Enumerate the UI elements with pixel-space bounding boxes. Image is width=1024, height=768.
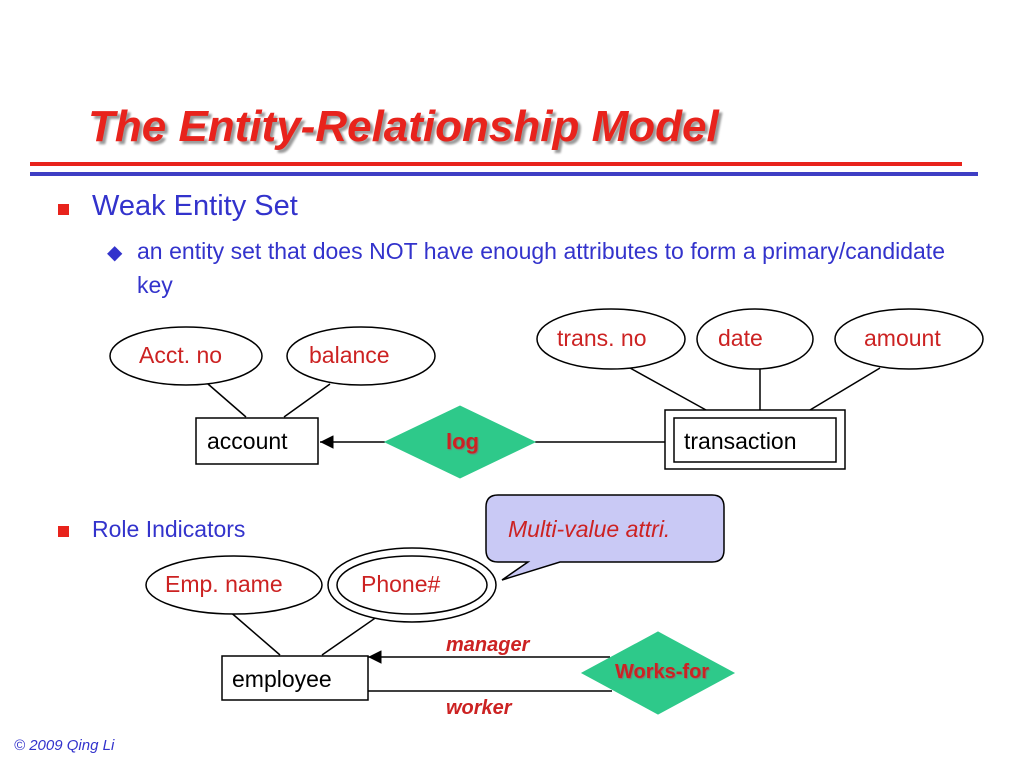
attribute-date: date <box>718 325 763 351</box>
slide-title: The Entity-Relationship Model <box>88 102 719 151</box>
connector-phone-employee <box>321 611 385 656</box>
connector-balance-account <box>283 383 331 418</box>
attribute-ellipse-emp-name <box>145 555 323 615</box>
weak-entity-inner-box <box>673 417 837 463</box>
attribute-phone: Phone# <box>361 571 441 597</box>
callout-bubble <box>485 494 725 581</box>
attribute-ellipse-amount <box>834 308 984 370</box>
attribute-amount: amount <box>864 325 941 351</box>
entity-box-employee <box>221 655 369 701</box>
role-manager: manager <box>446 634 530 656</box>
title-rule-blue <box>30 172 978 176</box>
attribute-ellipse-balance <box>286 326 436 386</box>
bullet-square-icon <box>58 526 69 537</box>
bullet-weak-entity-set: Weak Entity Set <box>92 190 298 222</box>
entity-box-account <box>195 417 319 465</box>
multivalue-ellipse-inner <box>336 555 488 615</box>
relationship-log: log <box>446 429 479 454</box>
attribute-ellipse-date <box>696 308 814 370</box>
attribute-ellipse-trans-no <box>536 308 686 370</box>
connector-amount-transaction <box>809 367 881 411</box>
entity-employee: employee <box>232 666 332 692</box>
entity-account: account <box>207 428 288 454</box>
attribute-acct-no: Acct. no <box>139 342 223 368</box>
sub-bullet-definition: an entity set that does NOT have enough … <box>137 238 945 298</box>
connector-acct-account <box>207 383 247 418</box>
title-rule-red <box>30 162 962 166</box>
attribute-balance: balance <box>309 342 390 368</box>
connector-transno-transaction <box>629 367 707 411</box>
attribute-emp-name: Emp. name <box>165 571 283 597</box>
relationship-diamond-works-for <box>580 631 736 715</box>
diamond-bullet-icon: ◆ <box>107 242 123 264</box>
bullet-square-icon <box>58 204 69 215</box>
attribute-ellipse-acct-no <box>109 326 263 386</box>
footer-copyright: © 2009 Qing Li <box>14 737 115 754</box>
connector-empname-employee <box>227 609 281 656</box>
attribute-trans-no: trans. no <box>557 325 647 351</box>
relationship-works-for: Works-for <box>615 661 710 683</box>
bullet-role-indicators: Role Indicators <box>92 516 246 542</box>
relationship-diamond-log <box>383 405 537 479</box>
entity-transaction: transaction <box>684 428 797 454</box>
role-worker: worker <box>446 697 512 719</box>
callout-multivalue-text: Multi-value attri. <box>508 516 671 542</box>
